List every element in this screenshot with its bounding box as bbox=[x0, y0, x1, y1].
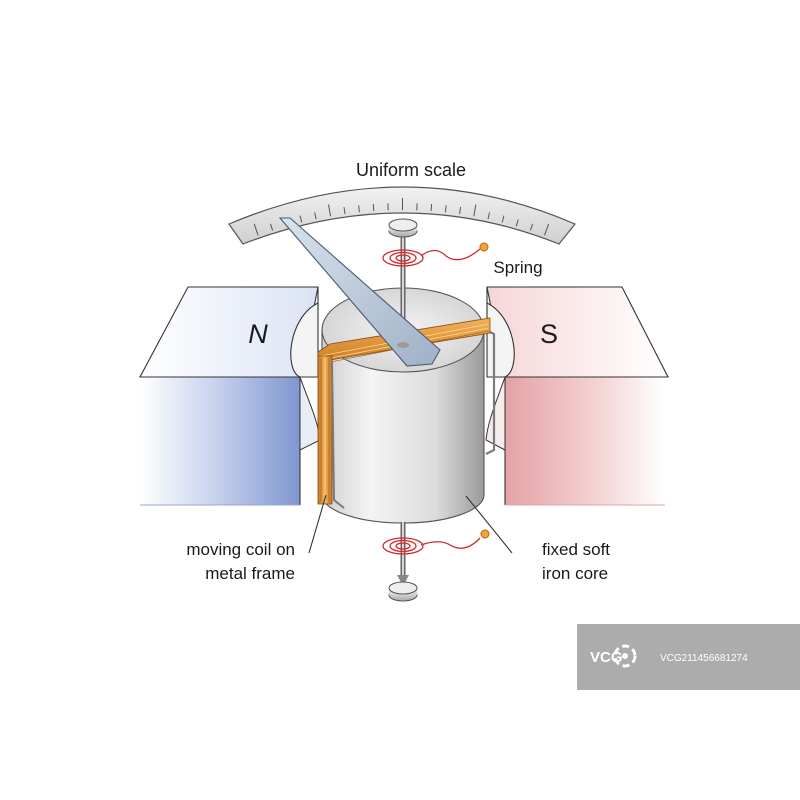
scale-tick bbox=[299, 215, 303, 223]
core-leader-line bbox=[465, 495, 513, 554]
core-label-line1: fixed soft bbox=[542, 540, 610, 559]
scale-tick bbox=[358, 205, 360, 213]
south-magnet: S bbox=[485, 286, 669, 506]
scale-tick bbox=[459, 207, 462, 215]
scale-ticks bbox=[253, 198, 550, 236]
scale-tick bbox=[343, 207, 346, 215]
upper-terminal bbox=[479, 242, 489, 252]
coil-label-line1: moving coil on bbox=[186, 540, 295, 559]
south-pole-label: S bbox=[540, 319, 558, 349]
lower-spring bbox=[382, 529, 490, 555]
north-pole-label: N bbox=[248, 319, 268, 349]
spring-label: Spring bbox=[493, 258, 542, 277]
scale-tick bbox=[473, 204, 477, 217]
scale-tick bbox=[515, 219, 519, 227]
coil-label-line2: metal frame bbox=[205, 564, 295, 583]
core-label-line2: iron core bbox=[542, 564, 608, 583]
scale-tick bbox=[328, 204, 332, 217]
scale-tick bbox=[430, 203, 433, 212]
upper-spring: Spring bbox=[382, 242, 543, 277]
scale-tick bbox=[270, 223, 274, 231]
pointer-needle bbox=[278, 217, 441, 367]
watermark-id: VCG211456681274 bbox=[660, 653, 748, 664]
coil-leader-line bbox=[308, 494, 327, 554]
scale-tick bbox=[253, 223, 259, 236]
scale-tick bbox=[372, 203, 375, 212]
scale-tick bbox=[544, 223, 550, 236]
scale-tick bbox=[314, 212, 317, 220]
scale-tick bbox=[487, 212, 490, 220]
scale-tick bbox=[529, 223, 534, 231]
watermark-brand: VCG bbox=[590, 649, 623, 666]
scale-tick bbox=[501, 215, 505, 223]
watermark: VCG VCG211456681274 bbox=[577, 624, 800, 690]
scale-label: Uniform scale bbox=[356, 160, 466, 180]
vcg-logo-icon bbox=[613, 644, 637, 668]
north-magnet: N bbox=[139, 286, 321, 506]
uniform-scale: Uniform scale bbox=[228, 160, 576, 245]
scale-tick bbox=[444, 205, 447, 213]
lower-terminal bbox=[480, 529, 490, 539]
lower-spindle bbox=[388, 522, 418, 602]
